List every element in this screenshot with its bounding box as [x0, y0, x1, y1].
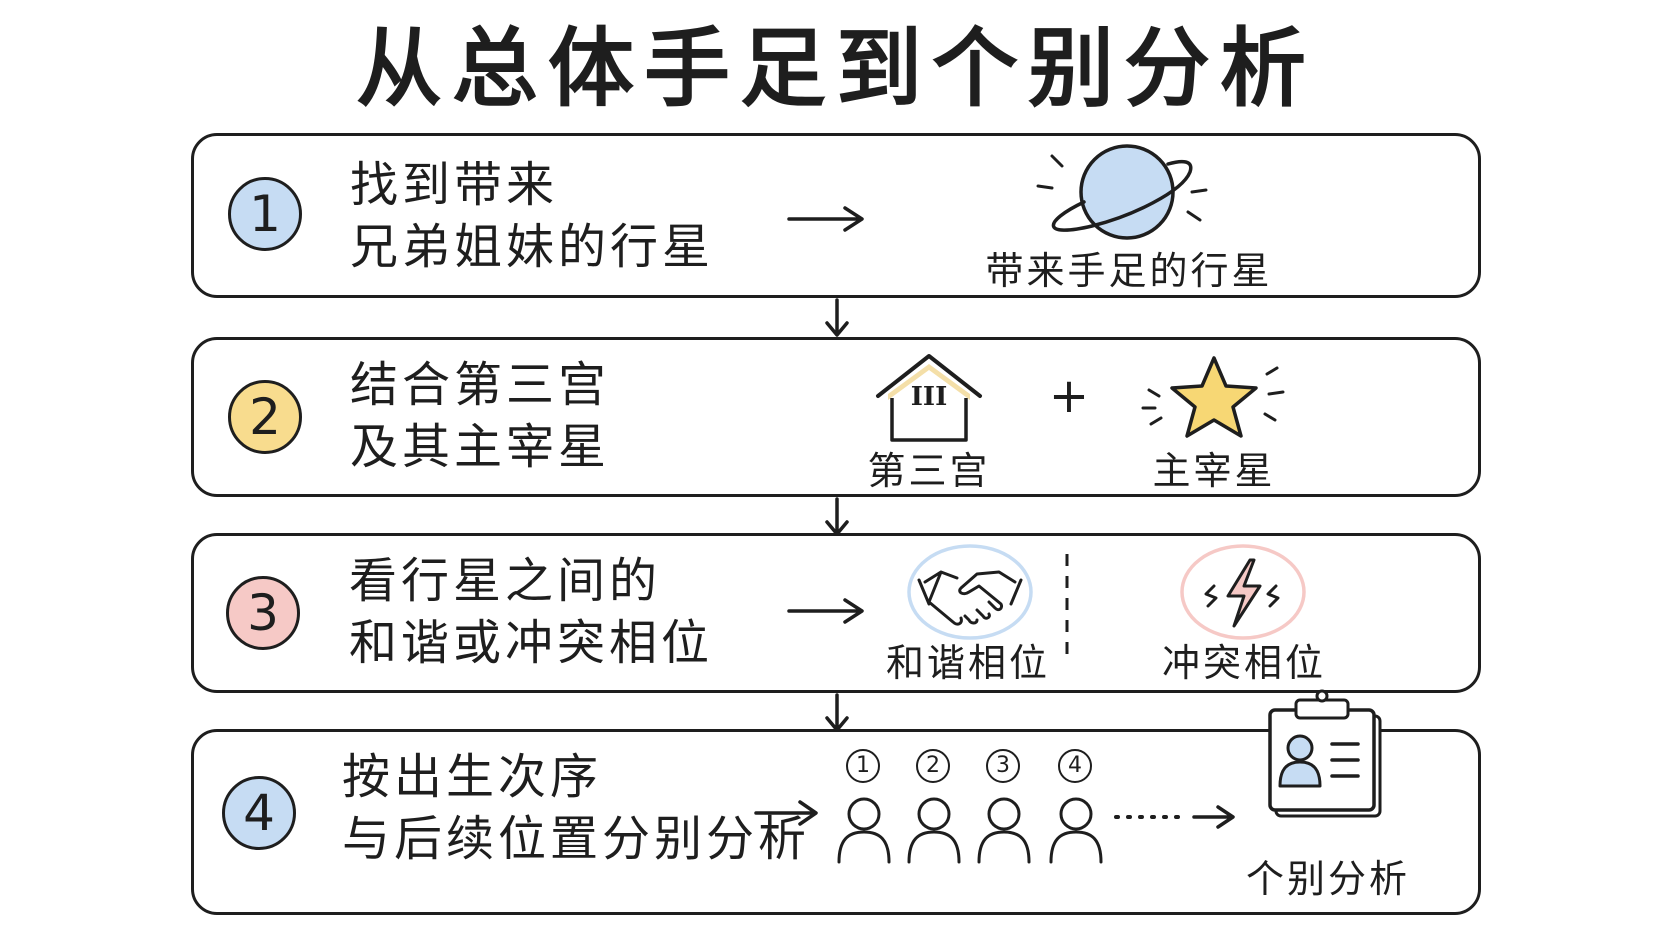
- arrow-down-icon: [825, 497, 849, 536]
- step-2-caption-ruler: 主宰星: [1152, 449, 1276, 493]
- person-icon: [837, 797, 891, 864]
- step-2-line2: 及其主宰星: [350, 419, 611, 475]
- arrow-right-icon: [787, 206, 864, 232]
- step-1-card: 1 找到带来 兄弟姐妹的行星 带来手足的行星: [191, 133, 1481, 298]
- step-4-badge: 4: [222, 776, 296, 850]
- page-title: 从总体手足到个别分析: [356, 19, 1316, 119]
- step-2-card: 2 结合第三宫 及其主宰星 III 第三宫 + 主宰星: [191, 337, 1481, 497]
- arrow-right-icon: [787, 598, 864, 624]
- order-number-2: 2: [916, 749, 950, 783]
- step-4-card: 4 按出生次序 与后续位置分别分析 1 2 3 4 个别分析: [191, 689, 1481, 915]
- plus-sign: +: [1048, 368, 1090, 424]
- dotted-arrow-icon: [1114, 805, 1235, 829]
- house-icon: [876, 354, 982, 442]
- step-4-line1: 按出生次序: [342, 749, 603, 805]
- person-icon: [977, 797, 1031, 864]
- lightning-icon: [1180, 544, 1306, 640]
- step-1-badge: 1: [228, 177, 302, 251]
- step-2-caption-house: 第三宫: [867, 449, 991, 493]
- order-number-4: 4: [1058, 749, 1092, 783]
- step-4-caption: 个别分析: [1245, 857, 1410, 901]
- step-3-description: 看行星之间的 和谐或冲突相位: [349, 550, 713, 674]
- clipboard-profile-icon: [1268, 689, 1382, 818]
- step-1-line1: 找到带来: [350, 157, 559, 213]
- star-icon: [1141, 356, 1285, 438]
- step-2-line1: 结合第三宫: [350, 357, 611, 413]
- step-3-badge: 3: [226, 576, 300, 650]
- step-1-caption: 带来手足的行星: [985, 249, 1273, 293]
- person-icon: [907, 797, 961, 864]
- planet-icon: [1036, 144, 1208, 240]
- arrow-right-icon: [754, 800, 818, 826]
- arrow-down-icon: [825, 298, 849, 337]
- step-3-caption-conflict: 冲突相位: [1161, 641, 1326, 685]
- step-1-description: 找到带来 兄弟姐妹的行星: [350, 154, 714, 278]
- step-3-card: 3 看行星之间的 和谐或冲突相位 和谐相位 冲突相位: [191, 533, 1481, 693]
- dashed-divider: [1065, 554, 1069, 664]
- order-number-1: 1: [846, 749, 880, 783]
- step-1-line2: 兄弟姐妹的行星: [350, 219, 715, 275]
- person-icon: [1049, 797, 1103, 864]
- step-2-badge: 2: [228, 380, 302, 454]
- order-number-3: 3: [986, 749, 1020, 783]
- step-3-line1: 看行星之间的: [349, 553, 662, 609]
- step-4-description: 按出生次序 与后续位置分别分析: [342, 746, 810, 870]
- step-2-description: 结合第三宫 及其主宰星: [350, 354, 610, 478]
- step-4-line2: 与后续位置分别分析: [342, 811, 811, 867]
- handshake-icon: [907, 544, 1033, 640]
- house-number-label: III: [910, 382, 948, 412]
- arrow-down-icon: [825, 693, 849, 732]
- step-3-line2: 和谐或冲突相位: [349, 615, 714, 671]
- step-3-caption-harmony: 和谐相位: [885, 641, 1050, 685]
